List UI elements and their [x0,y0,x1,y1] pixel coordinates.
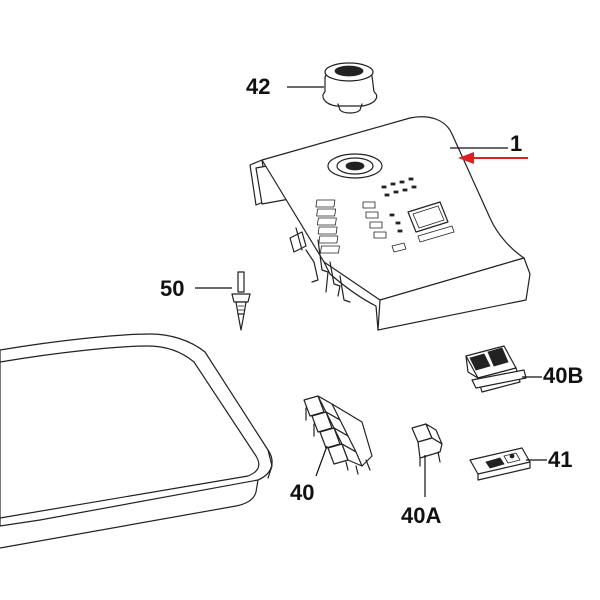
part-40-button-bank [303,395,373,475]
label-42: 42 [246,74,271,99]
label-40a: 40A [401,503,442,528]
leader-line-40 [315,445,328,477]
part-42-knob [322,62,378,114]
label-1: 1 [510,131,523,156]
part-1-control-panel [249,116,531,331]
part-41-slide [469,447,531,481]
top-lid [0,333,273,549]
part-50-screw [231,271,251,331]
label-41: 41 [548,447,573,472]
label-40b: 40B [543,363,584,388]
label-40: 40 [290,480,315,505]
label-50: 50 [160,276,185,301]
part-40a-button [411,423,443,467]
part-40b-button [465,345,527,393]
pointer-arrow [458,152,528,164]
